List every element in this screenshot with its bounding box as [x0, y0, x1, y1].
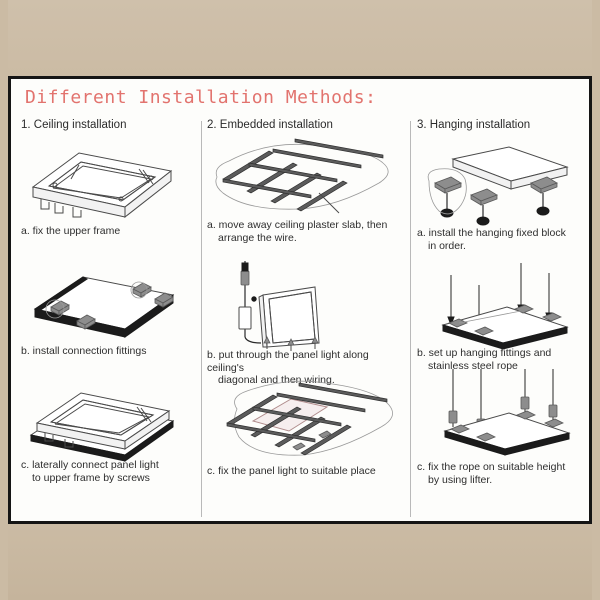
figure-panel-suspended-at-height	[417, 369, 589, 461]
caption-line: a. install the hanging fixed block	[417, 227, 566, 239]
step-hanging-a: a. install the hanging fixed block in or…	[417, 137, 589, 252]
caption-line: to upper frame by screws	[32, 471, 150, 484]
background-bottom	[0, 524, 600, 600]
caption-embedded-a: a. move away ceiling plaster slab, then …	[207, 219, 407, 244]
caption-line: c. fix the rope on suitable height	[417, 461, 566, 473]
figure-panel-with-hanging-blocks	[417, 137, 589, 227]
background-right	[592, 0, 600, 600]
caption-line: b. install connection fittings	[21, 345, 147, 357]
figure-panel-with-corner-fittings	[21, 259, 199, 345]
caption-ceiling-c: c. laterally connect panel light to uppe…	[21, 459, 199, 484]
caption-line: stainless steel rope	[428, 359, 518, 372]
caption-line: b. set up hanging fittings and	[417, 347, 552, 359]
caption-hanging-a: a. install the hanging fixed block in or…	[417, 227, 589, 252]
caption-embedded-c: c. fix the panel light to suitable place	[207, 465, 407, 478]
caption-ceiling-b: b. install connection fittings	[21, 345, 199, 358]
caption-ceiling-a: a. fix the upper frame	[21, 225, 199, 238]
caption-line: b. put through the panel light along cei…	[207, 349, 369, 374]
caption-line: in order.	[428, 239, 466, 252]
caption-line: a. fix the upper frame	[21, 225, 121, 237]
figure-upper-frame-isometric	[21, 137, 199, 225]
step-embedded-c: c. fix the panel light to suitable place	[207, 377, 407, 478]
column-header-ceiling: 1. Ceiling installation	[21, 119, 127, 131]
column-embedded-installation: 2. Embedded installation	[207, 119, 407, 521]
figure-ceiling-tbar-grid	[207, 137, 407, 219]
poster-title: Different Installation Methods:	[25, 87, 377, 108]
step-hanging-b: b. set up hanging fittings and stainless…	[417, 259, 589, 372]
step-ceiling-b: b. install connection fittings	[21, 259, 199, 358]
caption-line: diagonal and then wiring.	[218, 374, 335, 386]
background-top	[0, 0, 600, 76]
figure-panel-fitted-into-grid	[207, 377, 407, 465]
caption-line: by using lifter.	[428, 473, 493, 486]
column-header-hanging: 3. Hanging installation	[417, 119, 531, 131]
column-header-embedded: 2. Embedded installation	[207, 119, 333, 131]
instruction-sheet: Different Installation Methods: 1. Ceili…	[8, 76, 592, 524]
column-divider-2	[410, 121, 411, 517]
step-embedded-b: b. put through the panel light along cei…	[207, 259, 407, 387]
caption-embedded-b: b. put through the panel light along cei…	[207, 349, 407, 387]
columns-container: 1. Ceiling installation	[11, 119, 589, 521]
column-divider-1	[201, 121, 202, 517]
step-hanging-c: c. fix the rope on suitable height by us…	[417, 369, 589, 486]
caption-hanging-b: b. set up hanging fittings and stainless…	[417, 347, 589, 372]
caption-line: a. move away ceiling plaster slab, then	[207, 219, 388, 231]
background-left	[0, 0, 8, 600]
caption-line: c. laterally connect panel light	[21, 459, 159, 471]
figure-panel-with-steel-ropes	[417, 259, 589, 350]
caption-line: arrange the wire.	[218, 231, 297, 244]
column-ceiling-installation: 1. Ceiling installation	[21, 119, 199, 521]
figure-panel-with-driver-and-wire	[207, 259, 407, 351]
caption-line: c. fix the panel light to suitable place	[207, 465, 376, 477]
step-embedded-a: a. move away ceiling plaster slab, then …	[207, 137, 407, 244]
figure-frame-over-panel	[21, 377, 199, 462]
caption-hanging-c: c. fix the rope on suitable height by us…	[417, 461, 589, 486]
step-ceiling-a: a. fix the upper frame	[21, 137, 199, 238]
step-ceiling-c: c. laterally connect panel light to uppe…	[21, 377, 199, 484]
column-hanging-installation: 3. Hanging installation	[417, 119, 589, 521]
